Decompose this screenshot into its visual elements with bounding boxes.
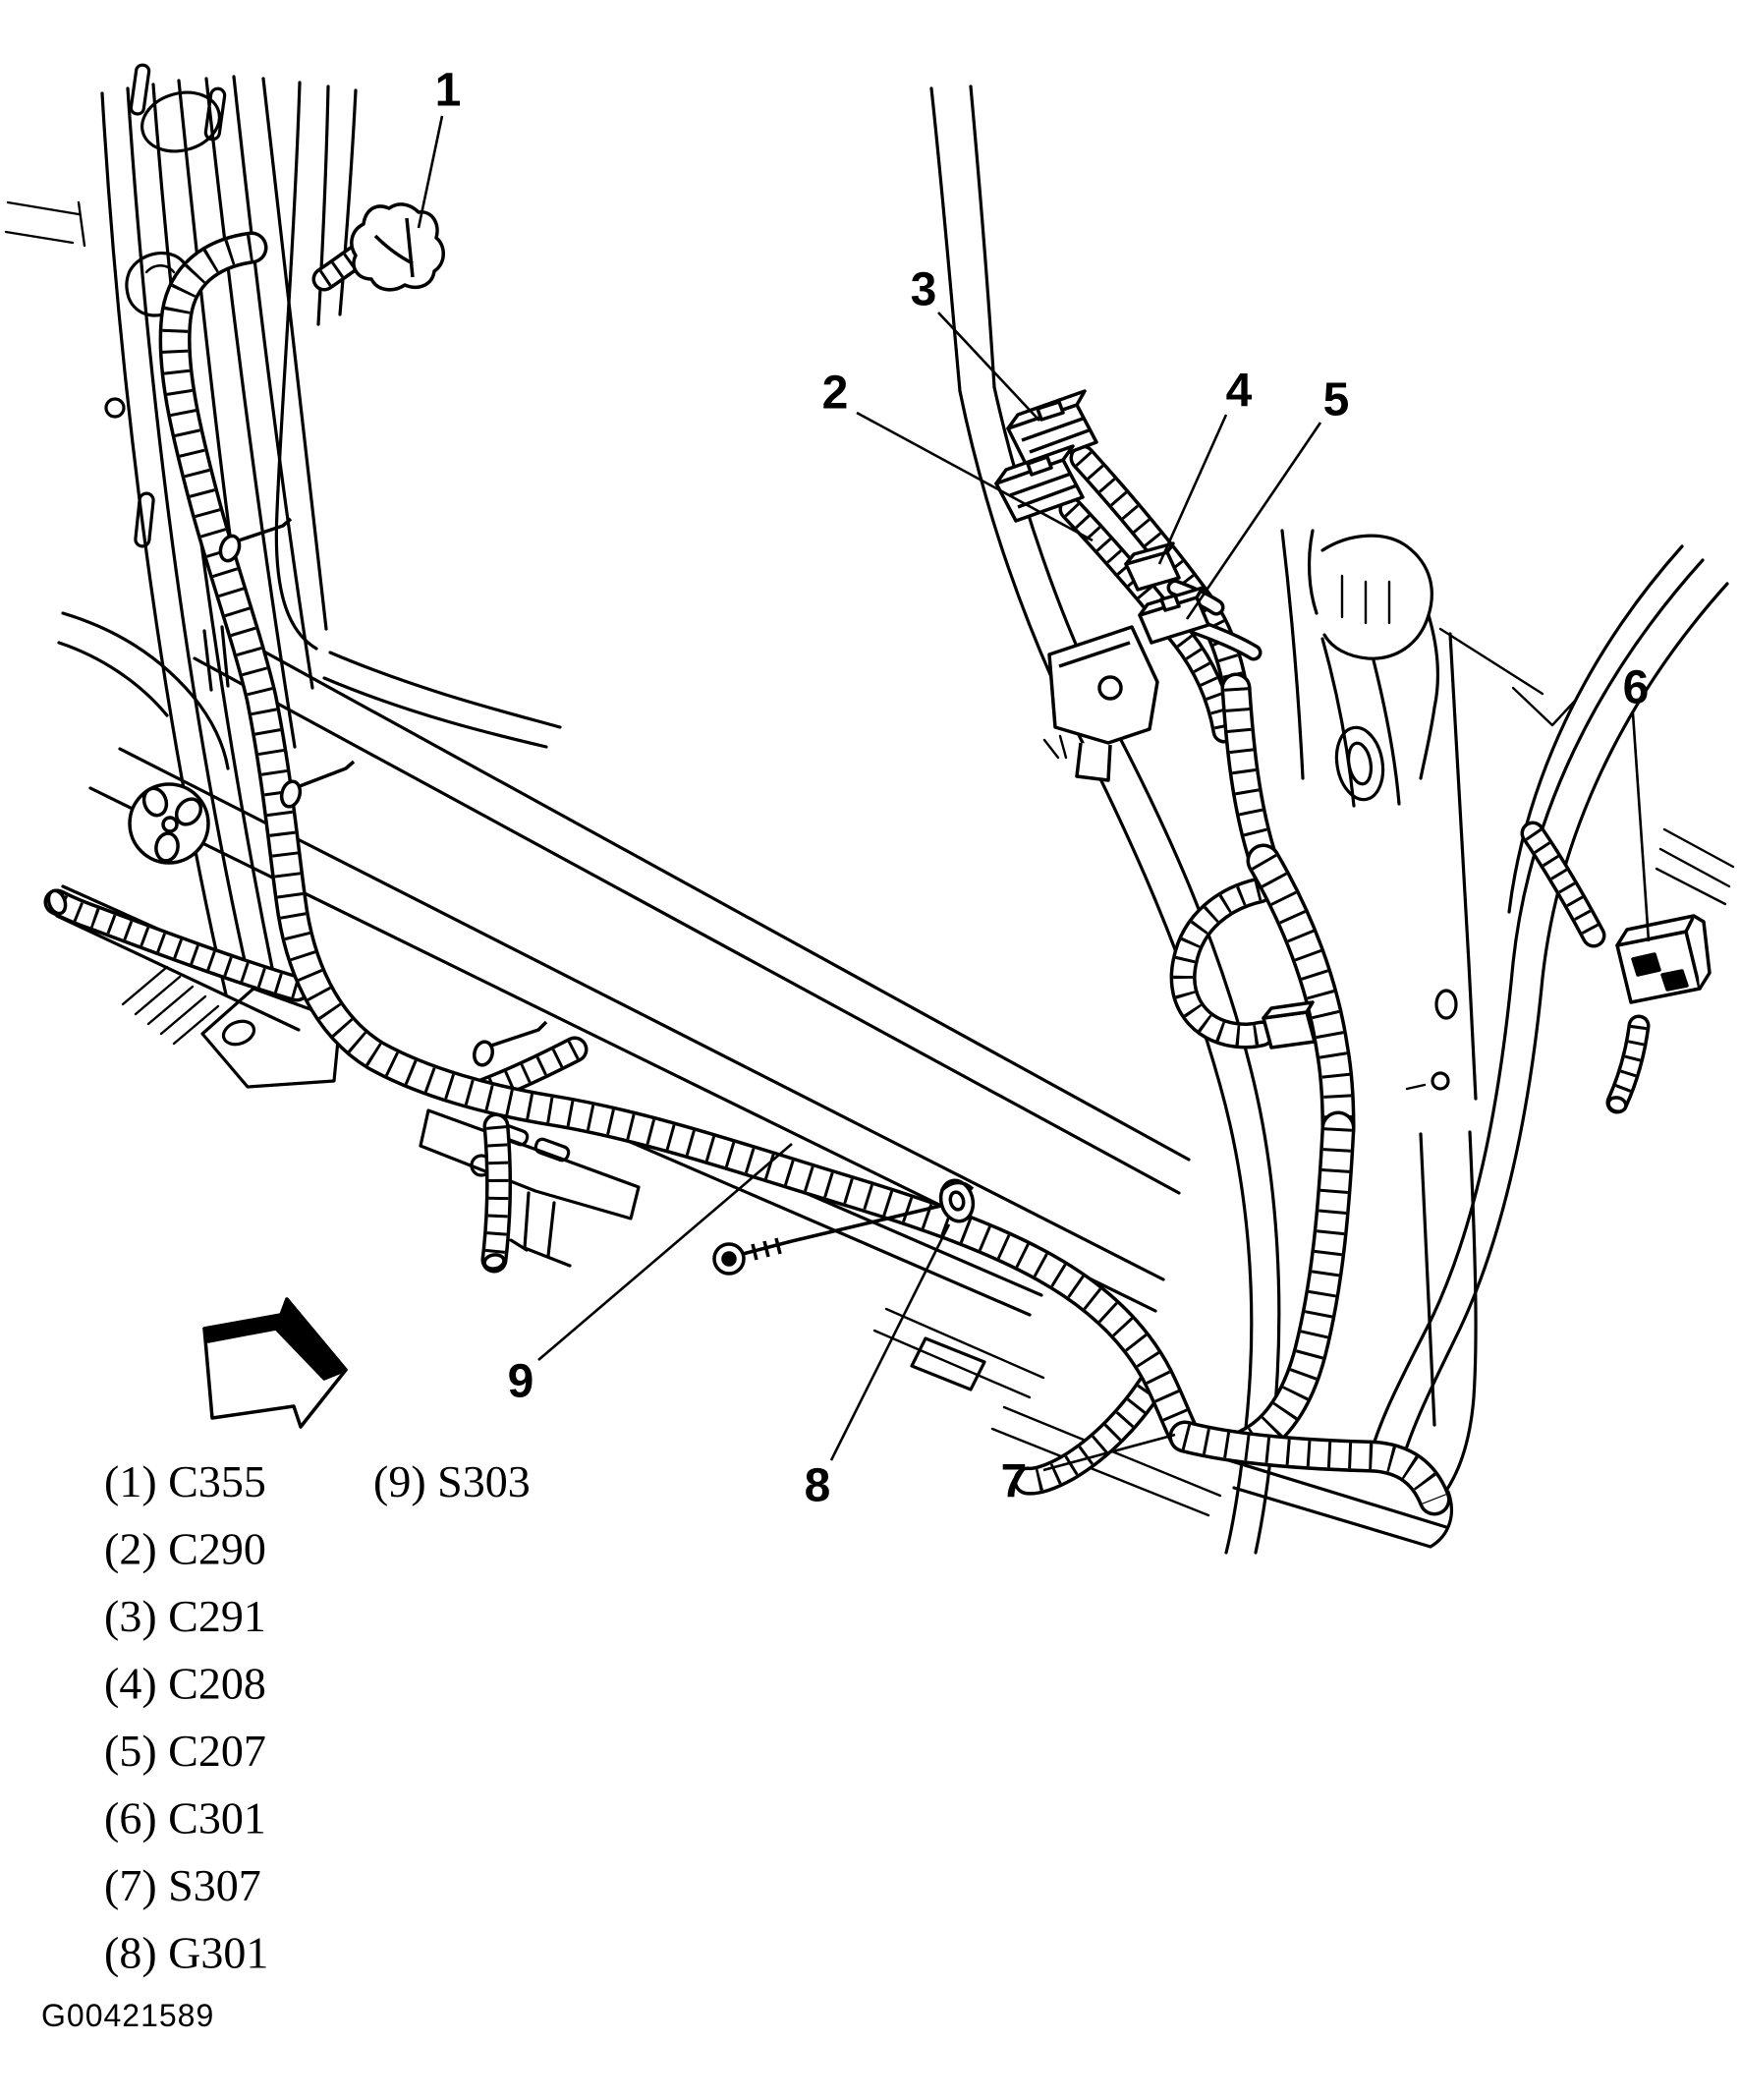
callout-3-leader bbox=[937, 312, 1040, 422]
connector-c291 bbox=[1006, 389, 1098, 470]
harness-tube-main-harness bbox=[158, 231, 1202, 1453]
harness-tube-loop-branch bbox=[1169, 877, 1275, 1050]
connector-c290 bbox=[994, 444, 1085, 523]
screw-alignment-line bbox=[791, 1203, 946, 1243]
components bbox=[46, 202, 1712, 1429]
harness-tube-branch-left bbox=[43, 888, 310, 1002]
callout-9-leader bbox=[537, 1143, 793, 1361]
callout-4-leader bbox=[1157, 414, 1228, 565]
callout-5-label: 5 bbox=[1323, 374, 1350, 426]
legend-item-9: (9) S303 bbox=[373, 1456, 531, 1506]
harness-clip bbox=[473, 1020, 548, 1067]
callout-2-label: 2 bbox=[822, 368, 849, 420]
callout-3-label: 3 bbox=[911, 264, 937, 316]
callout-6-leader bbox=[1631, 712, 1651, 942]
harness-tube-conn6-drop bbox=[1520, 821, 1606, 948]
tube-end bbox=[482, 1253, 506, 1271]
tube-end bbox=[1606, 1096, 1628, 1113]
anchor-bracket bbox=[1047, 625, 1159, 782]
callout-4-label: 4 bbox=[1226, 366, 1253, 418]
callout-9-label: 9 bbox=[508, 1356, 534, 1408]
harness-tube-conn6-pigtail bbox=[1605, 1014, 1651, 1114]
harness-clip bbox=[218, 517, 293, 563]
legend-item-7: (7) S307 bbox=[104, 1860, 261, 1910]
harness-tube-dead-end-drop bbox=[480, 1112, 512, 1274]
callout-7-label: 7 bbox=[1001, 1456, 1028, 1508]
ground-ring bbox=[938, 1178, 976, 1223]
ground-screw bbox=[712, 1203, 946, 1276]
harness-tube-bottom-loop bbox=[1013, 1361, 1172, 1496]
wiring-harness bbox=[43, 231, 1651, 1516]
callout-5-leader bbox=[1185, 422, 1322, 620]
annotations: 1 2 3 4 5 6 7 8 9 (1) C355 (2) C290 (3) C291 (4) C20… bbox=[104, 65, 1651, 1978]
harness-tube-right-upper-merge bbox=[1220, 672, 1279, 877]
connector-c301 bbox=[1615, 914, 1712, 1004]
callout-8-label: 8 bbox=[805, 1460, 831, 1512]
callout-2-leader bbox=[856, 411, 1094, 542]
legend-item-3: (3) C291 bbox=[104, 1591, 266, 1641]
c-pillar-quarter bbox=[929, 85, 1735, 1555]
connector-c207 bbox=[1138, 586, 1210, 645]
grommet-plate bbox=[128, 782, 210, 865]
harness-tube-conn5-stub bbox=[1188, 618, 1263, 661]
callout-8-leader bbox=[829, 1223, 951, 1461]
harness-tube-right-main bbox=[1246, 843, 1356, 1146]
figure-code: G00421589 bbox=[41, 1998, 214, 2033]
callout-1-label: 1 bbox=[435, 65, 462, 117]
harness-clip bbox=[279, 760, 356, 809]
legend-item-8: (8) G301 bbox=[104, 1928, 268, 1978]
legend-item-5: (5) C207 bbox=[104, 1726, 266, 1776]
loop-connector bbox=[1262, 1000, 1317, 1050]
floor-crossmembers bbox=[121, 965, 1045, 1399]
harness-tube-cpillar-drop bbox=[1230, 1110, 1356, 1462]
legend-item-6: (6) C301 bbox=[104, 1793, 266, 1844]
callout-1-leader bbox=[417, 115, 444, 229]
connector-c355 bbox=[350, 202, 445, 292]
callout-7-leader bbox=[1042, 1433, 1176, 1472]
tube-end bbox=[46, 888, 68, 916]
legend-item-2: (2) C290 bbox=[104, 1524, 266, 1574]
legend-item-1: (1) C355 bbox=[104, 1456, 266, 1506]
connector-c208 bbox=[1124, 541, 1181, 592]
b-pillar bbox=[4, 63, 358, 996]
harness-tube-bottom-run bbox=[1168, 1420, 1451, 1516]
callout-6-label: 6 bbox=[1623, 662, 1650, 714]
legend-item-4: (4) C208 bbox=[104, 1659, 266, 1709]
body-structure bbox=[4, 63, 1735, 1555]
direction-arrow-icon bbox=[202, 1297, 348, 1429]
